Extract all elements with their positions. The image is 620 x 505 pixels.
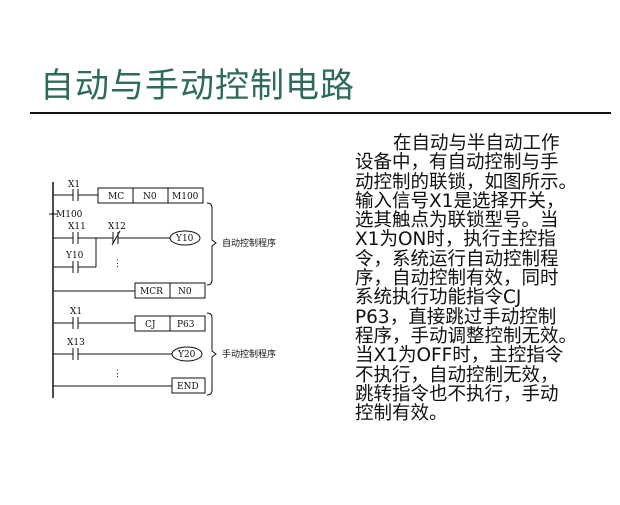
description-line: 动控制的联锁，如图所示。 xyxy=(355,171,578,193)
ellipsis: ⋮ xyxy=(113,259,122,269)
contact-label: X11 xyxy=(68,222,86,232)
rung-mcr: MCR N0 xyxy=(53,282,206,299)
contact-label: X1 xyxy=(70,307,82,317)
rung-mc: X1 MC N0 M100 xyxy=(53,180,204,204)
description-line: 序，自动控制有效，同时 xyxy=(355,268,559,290)
contact-label: X13 xyxy=(67,338,85,348)
instruction-text: CJ xyxy=(145,320,156,330)
description-line: 系统执行功能指令CJ xyxy=(355,287,522,309)
rung-end: END xyxy=(53,377,206,394)
description-line: 输入信号X1是选择开关， xyxy=(355,190,565,212)
coil-label: Y10 xyxy=(175,234,194,244)
rung-cj: X1 CJ P63 xyxy=(53,307,206,332)
contact-label: M100 xyxy=(56,210,83,220)
description-line: 程序，手动调整控制无效。 xyxy=(355,325,578,347)
auto-section-bracket xyxy=(206,202,217,286)
description-line: P63，直接跳过手动控制 xyxy=(355,306,557,328)
rung-manual: X13 Y20 ⋮ xyxy=(53,338,203,379)
rung-auto: X11 Y10 X12 Y10 ⋮ xyxy=(53,222,201,273)
description-line: 当X1为OFF时，主控指令 xyxy=(355,345,564,367)
contact-label: Y10 xyxy=(65,251,84,261)
contact-label: X1 xyxy=(68,180,80,190)
instruction-text: END xyxy=(177,382,199,392)
coil-y10 xyxy=(169,230,201,246)
description-line: 在自动与半自动工作 xyxy=(393,133,560,154)
description-line: 令，系统运行自动控制程 xyxy=(355,248,559,270)
page-title: 自动与手动控制电路 xyxy=(40,66,355,106)
description-text: 在自动与半自动工作 设备中，有自动控制与手 动控制的联锁，如图所示。 输入信号X… xyxy=(355,133,615,425)
description-line: 不执行，自动控制无效， xyxy=(355,364,559,386)
description-line: 跳转指令也不执行，手动 xyxy=(355,383,559,405)
instruction-text: MCR xyxy=(140,287,163,297)
instruction-text: M100 xyxy=(172,192,199,202)
auto-section-label: 自动控制程序 xyxy=(222,237,276,249)
description-line: 选其触点为联锁型号。当 xyxy=(355,210,559,232)
ellipsis: ⋮ xyxy=(113,369,122,379)
contact-label: X12 xyxy=(108,222,126,232)
description-line: X1为ON时，执行主控指 xyxy=(355,229,556,251)
instruction-text: N0 xyxy=(143,192,157,202)
manual-section-label: 手动控制程序 xyxy=(222,348,276,360)
description-line: 控制有效。 xyxy=(355,403,448,425)
description-line: 设备中，有自动控制与手 xyxy=(355,152,559,174)
manual-section-bracket xyxy=(206,312,217,396)
coil-y20 xyxy=(171,346,203,362)
instruction-text: MC xyxy=(108,192,124,202)
instruction-text: P63 xyxy=(177,320,195,330)
title-divider xyxy=(30,112,611,114)
coil-label: Y20 xyxy=(177,350,196,360)
instruction-text: N0 xyxy=(178,287,192,297)
